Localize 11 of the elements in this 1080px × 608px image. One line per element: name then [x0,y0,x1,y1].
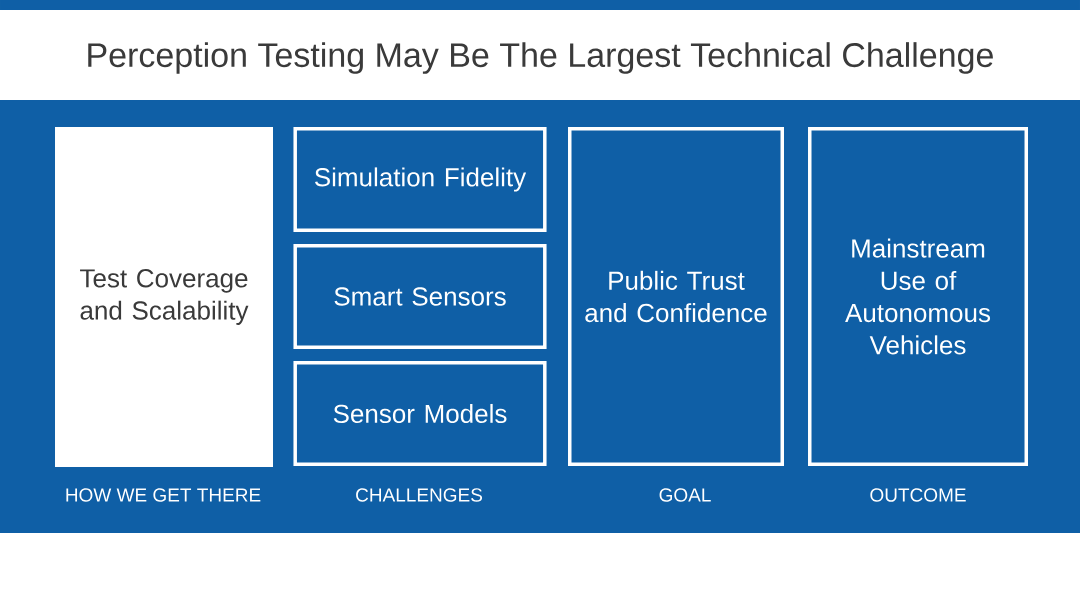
column-label: OUTCOME [870,488,966,502]
outlined-box: Mainstream Use of Autonomous Vehicles [808,127,1028,466]
outlined-box: Simulation Fidelity [293,127,547,232]
column-label: CHALLENGES [356,488,482,502]
filled-box: Test Coverage and Scalability [55,127,273,467]
outlined-box: Public Trust and Confidence [568,127,784,466]
title: Perception Testing May Be The Largest Technical Challenge [88,42,993,74]
column-label: HOW WE GET THERE [66,488,261,502]
outlined-box: Sensor Models [293,361,547,466]
outlined-box: Smart Sensors [293,244,547,349]
column-label: GOAL [659,488,711,502]
